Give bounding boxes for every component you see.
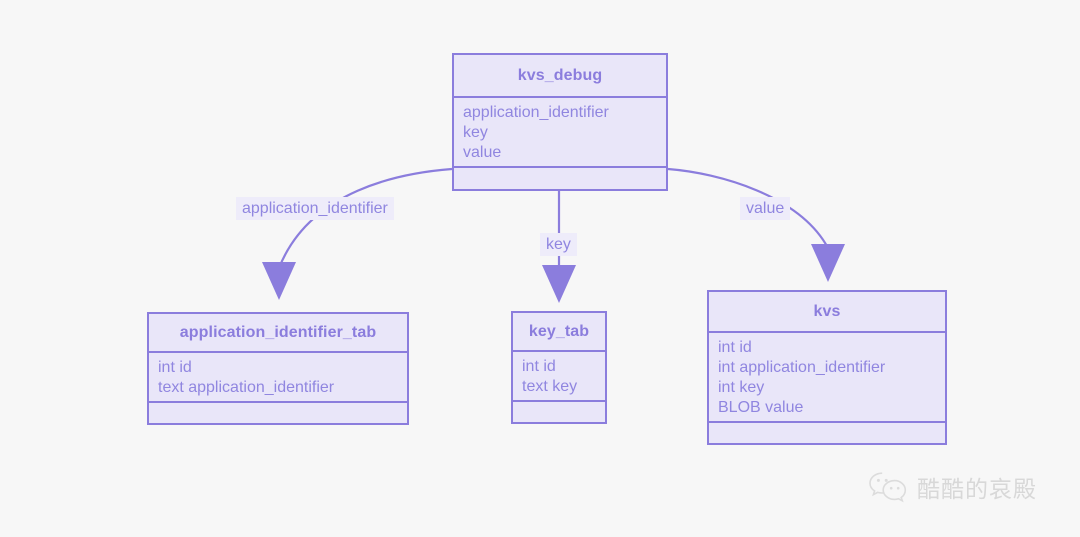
attribute-row: key [463,124,488,141]
entity-application_identifier_tab[interactable]: application_identifier_tab int id text a… [147,312,409,425]
entity-footer-kvs_debug [454,168,666,189]
arrowhead-key [542,265,576,303]
entity-attributes-kvs: int id int application_identifier int ke… [709,333,945,423]
entity-title-key_tab: key_tab [513,313,605,352]
entity-key_tab[interactable]: key_tab int id text key [511,311,607,424]
watermark-text: 酷酷的哀殿 [917,477,1037,503]
attribute-row: int id [158,359,192,376]
attribute-row: BLOB value [718,399,804,416]
entity-footer-kvs [709,423,945,443]
edge-value [667,167,845,282]
entity-attributes-kvs_debug: application_identifier key value [454,98,666,168]
edge-label-value: value [740,197,791,220]
arrowhead-value [811,244,845,282]
attribute-row: text key [522,378,578,395]
attribute-row: int application_identifier [718,359,886,376]
entity-footer-key_tab [513,402,605,422]
edge-label-application_identifier: application_identifier [236,197,394,220]
entity-title-kvs: kvs [709,292,945,333]
attribute-row: int id [522,358,556,375]
entity-title-application_identifier_tab: application_identifier_tab [149,314,407,353]
watermark: 酷酷的哀殿 [868,470,1037,504]
wechat-icon [869,472,907,503]
attribute-row: application_identifier [463,104,609,121]
entity-kvs_debug[interactable]: kvs_debug application_identifier key val… [452,53,668,191]
attribute-row: value [463,144,502,161]
entity-kvs[interactable]: kvs int id int application_identifier in… [707,290,947,445]
attribute-row: text application_identifier [158,379,335,396]
arrowhead-application_identifier [262,262,296,300]
entity-attributes-key_tab: int id text key [513,352,605,402]
attribute-row: int id [718,339,752,356]
entity-title-kvs_debug: kvs_debug [454,55,666,98]
attribute-row: int key [718,379,765,396]
entity-footer-application_identifier_tab [149,403,407,423]
edge-application_identifier [262,167,453,300]
entity-attributes-application_identifier_tab: int id text application_identifier [149,353,407,403]
edge-label-key: key [540,233,577,256]
